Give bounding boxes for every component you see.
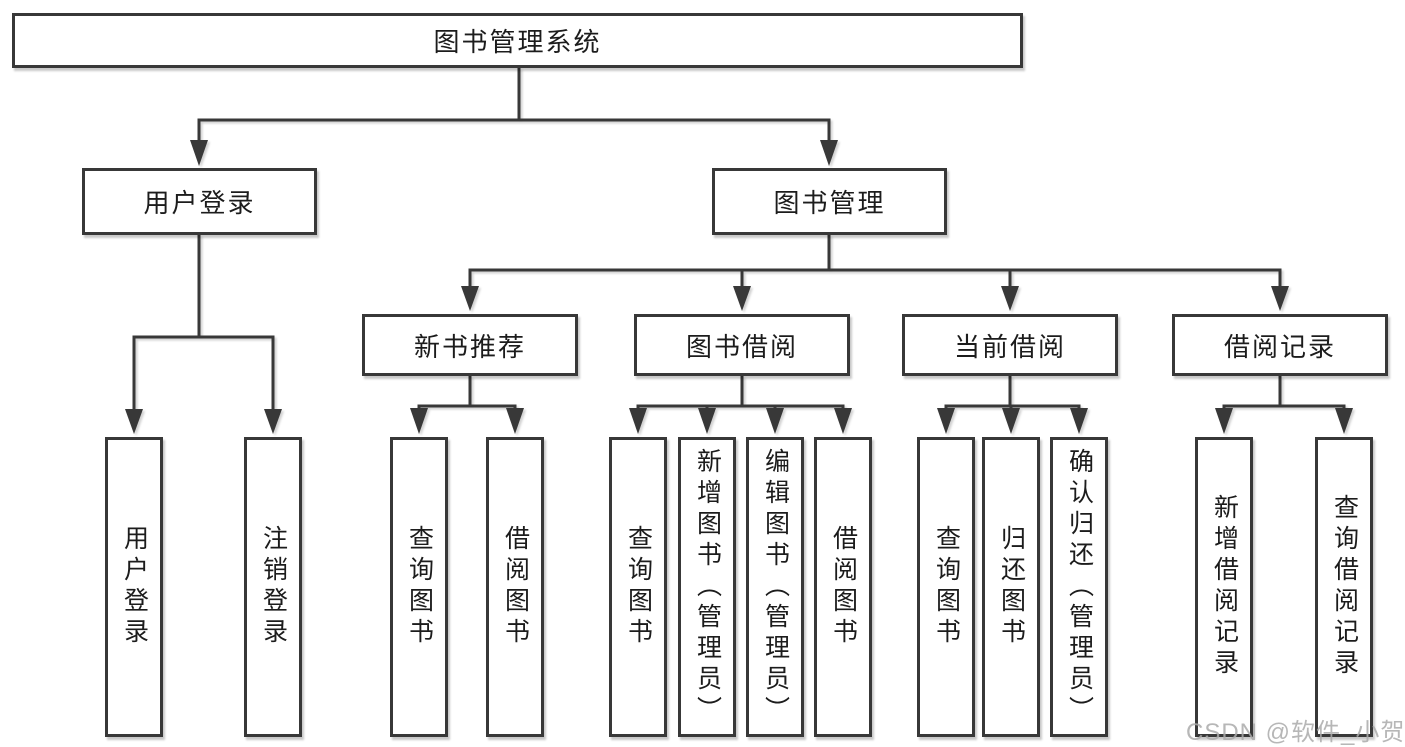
edge-borrow-record-split — [1222, 404, 1346, 410]
arrow-to-leaf-cb-confirm — [1070, 408, 1088, 434]
arrow-to-leaf-bb-add — [698, 408, 716, 434]
leaf-query-books-under-recommend: 查询图书 — [390, 437, 448, 737]
node-book-mgmt: 图书管理 — [712, 168, 947, 235]
arrow-to-leaf-nbr-query — [410, 408, 428, 434]
arrow-to-leaf-user-login — [125, 409, 143, 434]
arrow-to-leaf-logout — [264, 409, 282, 434]
leaf-logout-login: 注销登录 — [244, 437, 302, 737]
node-user-login: 用户登录 — [82, 168, 317, 235]
leaf-borrow-books-under-borrow: 借阅图书 — [814, 437, 872, 737]
leaf-edit-books-admin: 编辑图书（管理员） — [746, 437, 804, 737]
leaf-query-books-under-current: 查询图书 — [917, 437, 975, 737]
edge-root-split — [197, 118, 831, 141]
edge-new-book-rec-split — [417, 404, 517, 410]
arrow-to-leaf-cb-return — [1002, 408, 1020, 434]
leaf-confirm-return-admin: 确认归还（管理员） — [1050, 437, 1108, 737]
node-root: 图书管理系统 — [12, 13, 1023, 68]
arrow-to-user-login — [190, 140, 208, 166]
leaf-borrow-books-under-recommend: 借阅图书 — [486, 437, 544, 737]
arrow-to-leaf-nbr-borrow — [506, 408, 524, 434]
leaf-user-login: 用户登录 — [105, 437, 163, 737]
arrow-to-leaf-cb-query — [937, 408, 955, 434]
csdn-watermark: CSDN @软件_小贺同学 — [1186, 719, 1405, 746]
leaf-return-books: 归还图书 — [982, 437, 1040, 737]
node-new-book-recommend: 新书推荐 — [362, 314, 578, 376]
arrow-to-current-borrow — [1001, 286, 1019, 311]
edge-book-borrow-split — [636, 404, 845, 410]
arrow-to-leaf-br-query — [1335, 408, 1353, 434]
node-borrow-record: 借阅记录 — [1172, 314, 1388, 376]
node-current-borrow: 当前借阅 — [902, 314, 1118, 376]
leaf-add-books-admin: 新增图书（管理员） — [678, 437, 736, 737]
arrow-to-leaf-bb-query — [629, 408, 647, 434]
leaf-add-borrow-record: 新增借阅记录 — [1195, 437, 1253, 737]
edge-user-login-split — [132, 335, 275, 412]
leaf-query-books-under-borrow: 查询图书 — [609, 437, 667, 737]
arrow-to-book-mgmt — [820, 140, 838, 166]
arrow-to-new-book-rec — [461, 286, 479, 311]
node-book-borrow: 图书借阅 — [634, 314, 850, 376]
edge-book-mgmt-split — [468, 268, 1282, 287]
arrow-to-book-borrow — [733, 286, 751, 311]
leaf-query-borrow-record: 查询借阅记录 — [1315, 437, 1373, 737]
arrowheads — [125, 140, 1353, 434]
arrow-to-leaf-br-add — [1215, 408, 1233, 434]
arrow-to-leaf-bb-borrow — [834, 408, 852, 434]
arrow-to-borrow-record — [1271, 286, 1289, 311]
arrow-to-leaf-bb-edit — [766, 408, 784, 434]
